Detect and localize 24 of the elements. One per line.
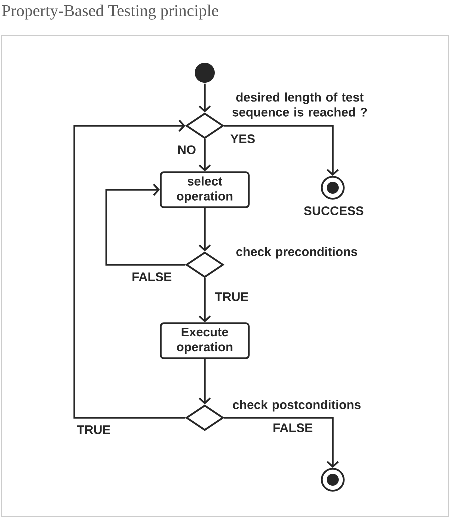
edge-label: NO (176, 144, 198, 156)
condition-label: check postconditions (233, 400, 361, 412)
edge-label: FALSE (272, 422, 314, 434)
arrow (198, 139, 212, 172)
condition-label: desired length of test sequence is reached ? (232, 92, 368, 120)
process-box: Execute operation (160, 322, 250, 360)
arrow (224, 417, 340, 468)
arrow (74, 120, 186, 419)
edge-label: FALSE (130, 272, 174, 282)
arrow (224, 125, 340, 176)
end-bullseye (321, 468, 345, 492)
state-label: SUCCESS (304, 206, 364, 216)
arrow (198, 278, 212, 323)
condition-label: check preconditions (236, 247, 358, 259)
edge-label: YES (230, 134, 256, 144)
edge-label: TRUE (214, 292, 250, 302)
process-box: select operation (160, 172, 250, 208)
edge-label: TRUE (76, 424, 112, 436)
arrow (198, 84, 212, 113)
arrow (198, 359, 212, 405)
title: Property-Based Testing principle (2, 4, 218, 20)
arrow (106, 184, 186, 266)
arrow (198, 208, 212, 252)
start-dot (195, 63, 215, 83)
